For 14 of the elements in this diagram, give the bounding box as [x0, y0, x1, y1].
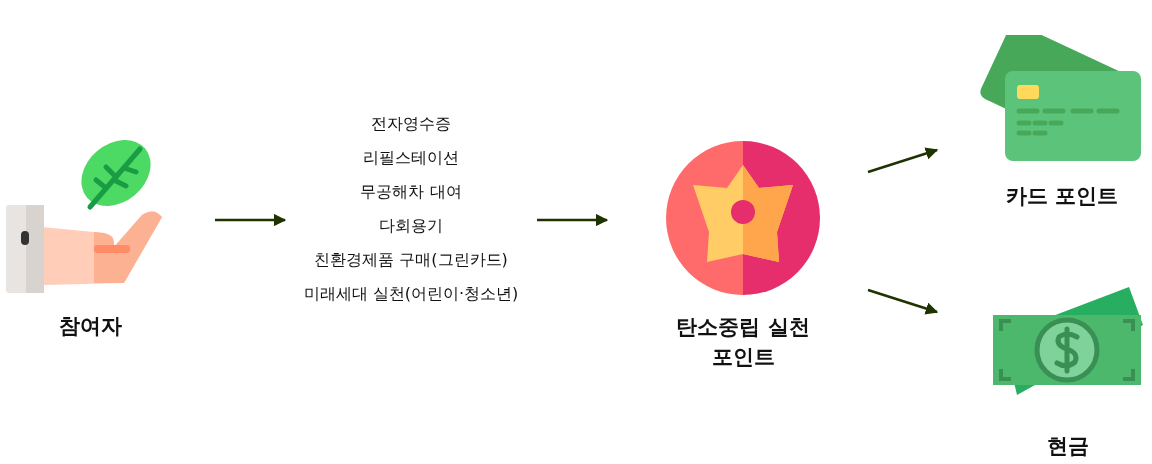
- activity-text: 다회용기: [379, 215, 443, 237]
- activity-text: 리필스테이션: [363, 147, 459, 169]
- activity-text: 무공해차 대여: [360, 181, 462, 203]
- node-label: 현금: [1047, 433, 1089, 460]
- activity-text: 친환경제품 구매(그린카드): [314, 249, 508, 271]
- node-label: 카드 포인트: [1005, 183, 1119, 210]
- arrow: [867, 288, 939, 315]
- node-label: 참여자: [58, 313, 122, 340]
- node-label: 탄소중립 실천포인트: [675, 314, 811, 371]
- activity-text: 미래세대 실천(어린이·청소년): [303, 283, 519, 305]
- activity-text: 전자영수증: [371, 113, 451, 135]
- arrow: [537, 213, 609, 227]
- arrow: [867, 147, 939, 174]
- arrow: [215, 213, 287, 227]
